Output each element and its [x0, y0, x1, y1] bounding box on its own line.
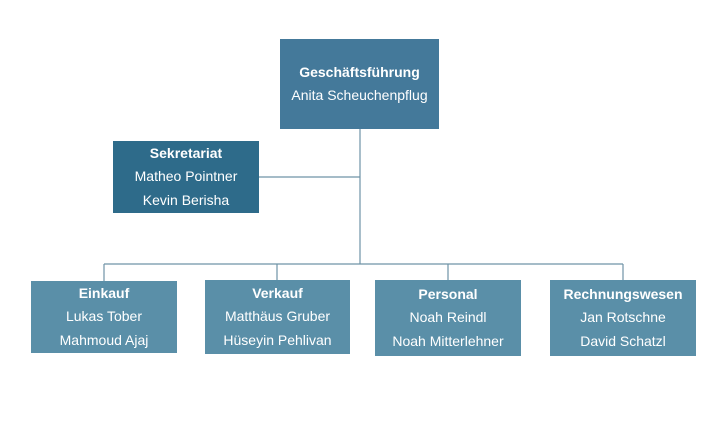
node-person: Noah Mitterlehner [392, 333, 504, 349]
node-title: Verkauf [252, 285, 303, 301]
node-person: Noah Reindl [409, 309, 487, 325]
node-title: Sekretariat [149, 145, 223, 161]
node-person: Jan Rotschne [580, 309, 666, 325]
node-title: Rechnungswesen [563, 286, 683, 302]
node-title: Geschäftsführung [299, 64, 420, 80]
node-einkauf: Einkauf Lukas Tober Mahmoud Ajaj [31, 281, 177, 353]
node-person: Kevin Berisha [142, 192, 230, 208]
node-person: Matthäus Gruber [224, 308, 331, 324]
node-person: Hüseyin Pehlivan [223, 332, 332, 348]
node-title: Personal [418, 286, 478, 302]
node-person: Lukas Tober [65, 308, 142, 324]
node-person: Mahmoud Ajaj [59, 332, 149, 348]
node-personal: Personal Noah Reindl Noah Mitterlehner [375, 280, 521, 356]
node-sekretariat: Sekretariat Matheo Pointner Kevin Berish… [113, 141, 259, 213]
node-verkauf: Verkauf Matthäus Gruber Hüseyin Pehlivan [205, 280, 350, 354]
node-person: Anita Scheuchenpflug [291, 87, 428, 103]
node-geschaeftsfuehrung: Geschäftsführung Anita Scheuchenpflug [280, 39, 439, 129]
node-rechnungswesen: Rechnungswesen Jan Rotschne David Schatz… [550, 280, 696, 356]
node-title: Einkauf [78, 285, 130, 301]
node-person: Matheo Pointner [134, 168, 238, 184]
node-person: David Schatzl [580, 333, 666, 349]
